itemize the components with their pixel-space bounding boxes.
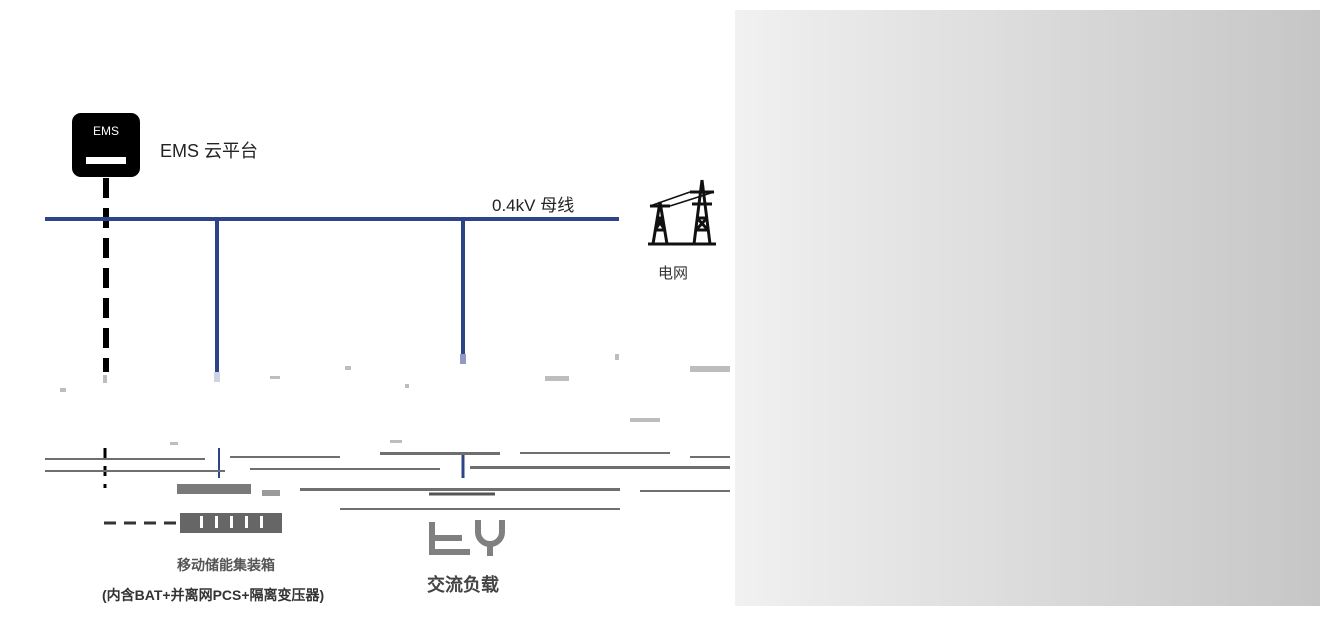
ac-load-icon (429, 492, 505, 556)
grid-label: 电网 (658, 265, 689, 282)
ems-box (72, 113, 140, 177)
storage-detail-label: (内含BAT+并离网PCS+隔离变压器) (102, 587, 325, 603)
ac-load-label: 交流负载 (427, 575, 499, 595)
ems-box-bar (86, 157, 126, 164)
storage-name-label: 移动储能集装箱 (177, 557, 275, 573)
bottom-strip (0, 606, 1320, 619)
storage-container-icon (177, 484, 282, 533)
bus-label: 0.4kV 母线 (492, 196, 575, 215)
ems-box-label: EMS (92, 124, 119, 138)
ems-platform-label: EMS 云平台 (160, 141, 259, 161)
artifact-stripes (45, 452, 730, 510)
transmission-tower-icon (648, 179, 716, 246)
artifact-band (60, 354, 730, 445)
top-strip (0, 0, 1320, 10)
